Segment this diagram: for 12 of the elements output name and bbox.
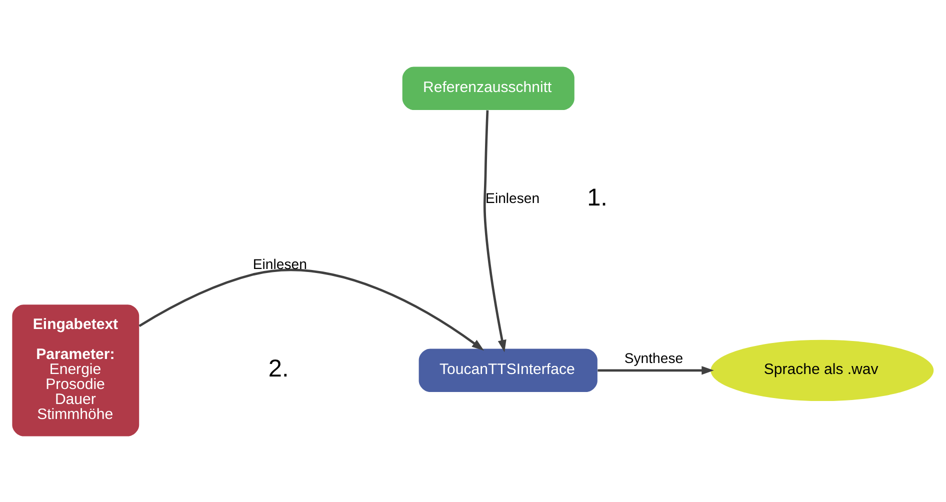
arrow <box>483 110 506 352</box>
node-box: Referenzausschnitt <box>402 66 574 110</box>
label: 1. <box>587 184 608 212</box>
arrow <box>138 268 484 350</box>
node-box: Eingabetext Parameter: Energie Prosodie Dauer Stimmhöhe <box>12 304 140 436</box>
edge-label: Einlesen <box>486 190 540 206</box>
arrow <box>598 366 714 374</box>
node-box: ToucanTTSInterface <box>418 348 598 392</box>
edge-label: Synthese <box>624 349 684 366</box>
label: 2. <box>268 354 289 382</box>
node-ellipse: Sprache als .wav <box>710 339 934 401</box>
edge-label: Einlesen <box>252 255 307 272</box>
